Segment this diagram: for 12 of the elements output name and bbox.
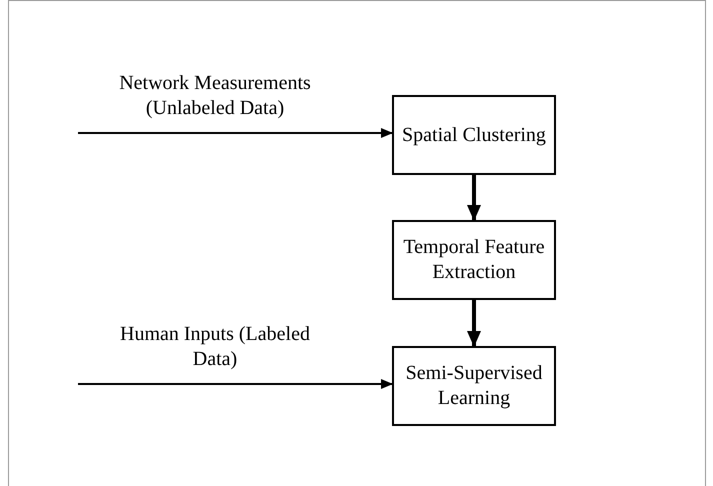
- edge-label: Human Inputs (Labeled Data): [119, 322, 311, 372]
- edge-label: Network Measurements (Unlabeled Data): [118, 71, 312, 121]
- arrow: [467, 175, 481, 221]
- process-box: [392, 346, 556, 426]
- box-label: Semi-Supervised Learning: [404, 361, 544, 411]
- box-label: Temporal Feature Extraction: [402, 235, 546, 285]
- arrow: [78, 379, 393, 389]
- arrow: [467, 300, 481, 347]
- process-box: [392, 95, 556, 175]
- box-label: Spatial Clustering: [402, 122, 546, 148]
- process-box: [392, 220, 556, 300]
- arrow: [78, 128, 393, 138]
